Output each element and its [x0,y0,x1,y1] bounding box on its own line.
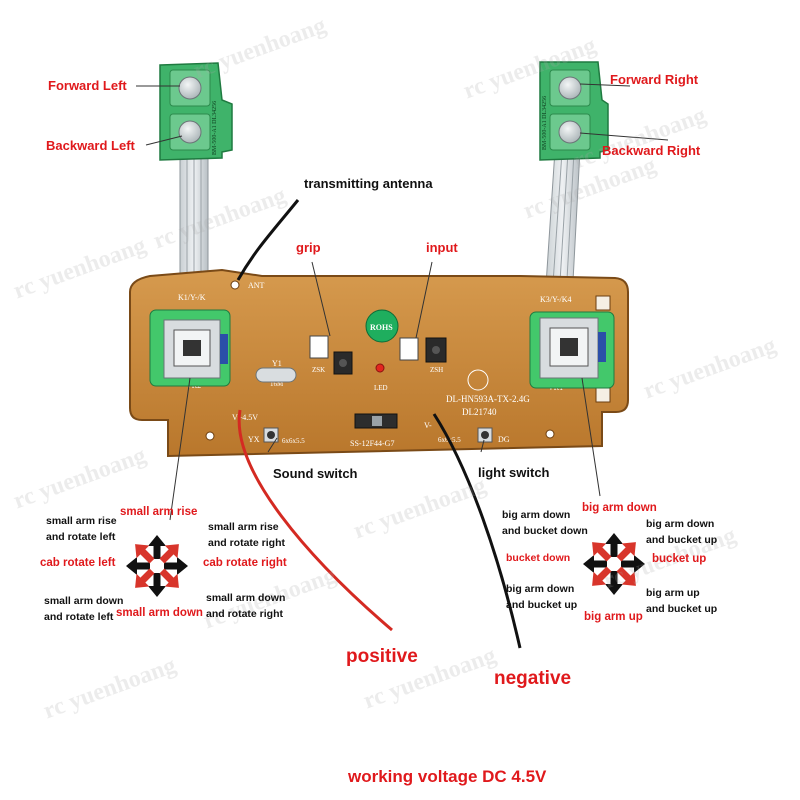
left-down-left-label: small arm down and rotate left [44,595,124,623]
ant-label: ANT [248,281,265,290]
right-direction-arrows [583,533,645,595]
mount-hole [205,431,215,441]
left-joystick[interactable] [149,309,231,387]
right-up-left-label: big arm down and bucket down [502,509,588,537]
rohs-label: ROHS [370,323,393,332]
left-up-left-label: small arm rise and rotate left [46,515,117,543]
y1-label: Y1 [272,359,282,368]
left-left-label: cab rotate left [40,557,116,569]
forward-right-label: Forward Right [610,72,699,87]
freq-label: 16M [270,380,284,388]
right-arrow-up-right-icon [616,542,636,562]
zsh-label: ZSH [430,366,443,374]
working-voltage-label: working voltage DC 4.5V [348,767,547,786]
vminus-label: V- [424,421,432,430]
left-arrow-right-icon [164,557,188,575]
left-arrow-up-left-icon [135,544,155,564]
right-flex-code: BM-500-A1 DL34256 [542,96,548,150]
left-up-label: small arm rise [120,506,198,518]
input-label: input [426,240,458,255]
left-arrow-up-right-icon [159,544,179,564]
backward-right-button[interactable] [558,120,582,144]
led-label: LED [374,384,388,392]
grip-label: grip [296,240,321,255]
mount-hole [545,429,555,439]
pointer-lines [136,83,669,521]
pcb-board: ANT K1/Y-/K K3/Y-/K4 VR2 VR1 Y1 16M DL-H… [129,268,629,458]
right-down-left-label: big arm down and bucket up [506,583,578,611]
crystal [255,367,297,383]
right-arrow-down-icon [605,571,623,595]
forward-right-button[interactable] [558,76,582,100]
model-label: DL-HN593A-TX-2.4G [446,394,530,404]
left-down-label: small arm down [116,607,203,619]
left-up-right-label: small arm rise and rotate right [208,521,286,549]
left-arrow-down-right-icon [159,568,179,588]
left-arrow-up-icon [148,535,166,559]
right-arrow-left-icon [583,555,607,573]
antenna-wire [236,199,300,281]
right-down-label: big arm up [584,611,643,623]
right-arrow-up-left-icon [592,542,612,562]
left-connector-label: K1/Y-/K [178,293,206,302]
right-connector-label: K3/Y-/K4 [540,295,572,304]
rohs-sticker [365,309,399,343]
sw1-label: 6x6x5.5 [282,437,305,445]
negative-label: negative [494,668,572,689]
mount-hole [230,280,240,290]
vplus-label: V+4.5V [232,413,258,422]
slide-switch-label: SS-12F44-G7 [350,439,394,448]
right-arrow-down-right-icon [616,566,636,586]
right-right-label: bucket up [652,553,707,565]
right-left-label: bucket down [506,552,571,564]
pcb-outline [129,268,629,458]
left-direction-arrows [126,535,188,597]
positive-wire [237,409,393,632]
right-up-right-label: big arm down and bucket up [646,518,718,546]
left-down-right-label: small arm down and rotate right [206,592,286,620]
positive-label: positive [346,646,418,667]
left-flex-code: BM-500-A1 DL34256 [212,101,218,155]
right-arrow-up-icon [605,533,623,557]
light-switch-label: light switch [478,465,550,480]
led [375,363,385,373]
backward-left-button[interactable] [178,120,202,144]
right-arrow-right-icon [621,555,645,573]
antenna-label: transmitting antenna [304,176,433,191]
left-right-label: cab rotate right [203,557,287,569]
right-arrow-down-left-icon [592,566,612,586]
left-arrow-left-icon [126,557,150,575]
left-arrow-down-icon [148,573,166,597]
board-code-label: DL21740 [462,407,497,417]
yx-label: YX [248,435,260,444]
right-joystick[interactable] [529,311,615,389]
dg-label: DG [498,435,510,444]
backward-right-label: Backward Right [602,143,701,158]
zsk-label: ZSK [312,366,325,374]
left-flex-board: BM-500-A1 DL34256 [159,62,233,301]
left-arrow-down-left-icon [135,568,155,588]
right-down-right-label: big arm up and bucket up [646,587,718,615]
right-up-label: big arm down [582,502,657,514]
forward-left-label: Forward Left [48,78,127,93]
negative-wire [432,413,522,649]
sound-switch-label: Sound switch [273,466,358,481]
backward-left-label: Backward Left [46,138,135,153]
forward-left-button[interactable] [178,76,202,100]
